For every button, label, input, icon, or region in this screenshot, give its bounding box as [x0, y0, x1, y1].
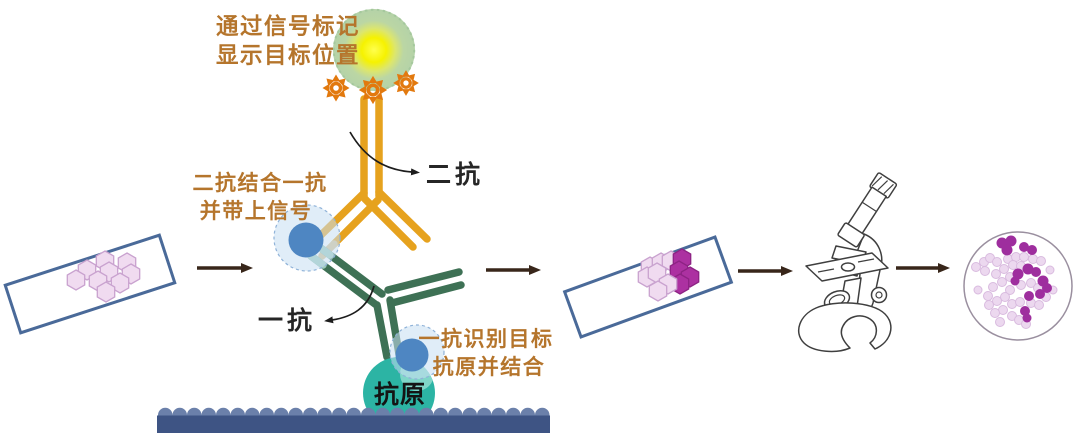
antigen-binding-site-icon — [389, 324, 445, 380]
signal-marker-icon — [332, 8, 416, 92]
annotation-primary-binding-line1: 一抗识别目标 — [419, 327, 554, 351]
antibody-complex: 通过信号标记 显示目标位置 二抗结合一抗 并带上信号 一抗识别目标 抗原并结合 … — [157, 8, 554, 433]
view-cells — [971, 235, 1058, 329]
annotation-secondary-binding-line2: 并带上信号 — [200, 199, 313, 223]
annotation-signal-line1: 通过信号标记 — [216, 13, 360, 39]
label-antigen: 抗原 — [374, 380, 426, 409]
annotation-primary-binding-line2: 抗原并结合 — [433, 355, 546, 379]
microscope-icon — [797, 172, 898, 353]
label-secondary-antibody: 二抗 — [426, 160, 484, 189]
stained-slide-icon — [562, 235, 734, 339]
tissue-surface-icon — [157, 407, 550, 433]
tissue-slide-icon — [3, 233, 177, 335]
label-primary-antibody: 一抗 — [258, 306, 316, 335]
annotation-signal-line2: 显示目标位置 — [216, 42, 360, 68]
microscope-view-icon — [963, 231, 1073, 341]
secondary-label-arrow — [349, 131, 420, 176]
binding-site-icon — [273, 204, 341, 272]
primary-label-arrow — [324, 285, 375, 324]
annotation-secondary-binding-line1: 二抗结合一抗 — [193, 171, 328, 195]
